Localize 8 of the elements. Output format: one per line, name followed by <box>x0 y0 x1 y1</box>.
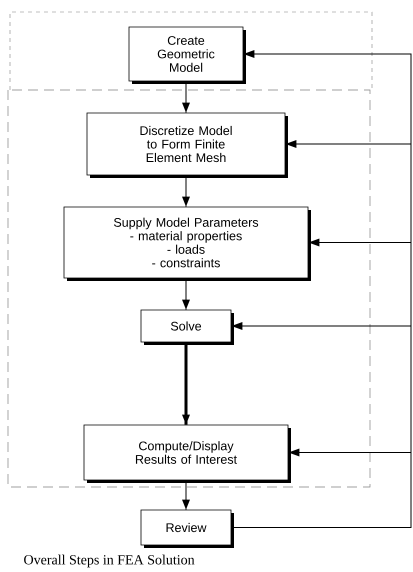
process-box: Discretize Model to Form Finite Element Mesh <box>86 112 288 178</box>
caption: Overall Steps in FEA Solution <box>24 554 194 568</box>
process-box: Solve <box>140 310 234 345</box>
process-box: Supply Model Parameters - material properties - loads - constraints <box>64 206 311 281</box>
process-box: Compute/Display Results of Interest <box>84 424 291 483</box>
process-box: Review <box>140 510 234 548</box>
arrow <box>182 342 190 425</box>
process-box: Create Geometric Model <box>128 26 246 84</box>
